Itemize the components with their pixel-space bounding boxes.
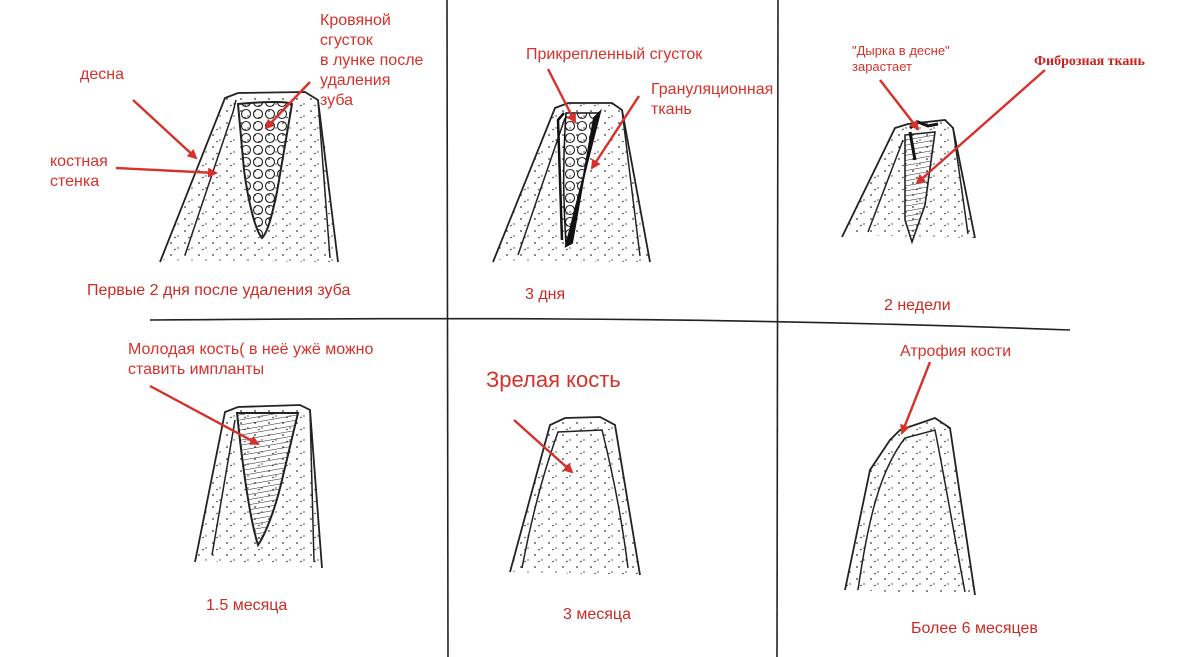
arrow-granulation xyxy=(590,95,641,170)
label-attached-clot: Прикрепленный сгусток xyxy=(526,46,703,63)
label-blood-clot: Кровяной сгусток в лунке после удаления … xyxy=(320,12,424,109)
socket-3months-drawing xyxy=(509,416,641,576)
label-bone-atrophy: Атрофия кости xyxy=(900,343,1011,360)
annotation-arrows xyxy=(115,68,1046,474)
arrow-blood-clot xyxy=(264,81,311,130)
socket-1-5months-drawing xyxy=(194,404,323,569)
arrow-hole-in-gum xyxy=(879,79,920,131)
socket-3days-drawing xyxy=(492,102,651,263)
arrow-mature-bone xyxy=(513,419,574,474)
arrow-attached-clot xyxy=(546,68,577,124)
label-mature-bone: Зрелая кость xyxy=(486,367,621,392)
arrow-fibrous-tissue xyxy=(915,69,1046,185)
label-gum: десна xyxy=(80,66,124,83)
caption-6-months-plus: Более 6 месяцев xyxy=(911,620,1038,637)
arrow-young-bone xyxy=(149,384,260,446)
arrow-gum xyxy=(132,99,198,160)
label-bone-wall: костная стенка xyxy=(50,153,108,190)
arrow-bone-atrophy xyxy=(900,361,932,435)
label-granulation-tissue: Грануляционная ткань xyxy=(651,81,774,118)
socket-fresh-drawing xyxy=(159,91,339,263)
socket-6months-drawing xyxy=(844,417,976,596)
arrow-bone-wall xyxy=(115,166,218,178)
panel-dividers xyxy=(149,0,1071,657)
caption-2-weeks: 2 недели xyxy=(884,297,951,314)
label-young-bone: Молодая кость( в неё ужё можно ставить и… xyxy=(128,341,374,378)
label-fibrous-tissue: Фиброзная ткань xyxy=(1034,54,1145,69)
caption-first-2-days: Первые 2 дня после удаления зуба xyxy=(87,282,351,299)
label-hole-in-gum: "Дырка в десне" зарастает xyxy=(852,43,950,74)
caption-1-5-months: 1.5 месяца xyxy=(206,597,288,614)
caption-3-months: 3 месяца xyxy=(563,606,631,623)
socket-2weeks-drawing xyxy=(841,119,976,245)
caption-3-days: 3 дня xyxy=(525,286,566,303)
